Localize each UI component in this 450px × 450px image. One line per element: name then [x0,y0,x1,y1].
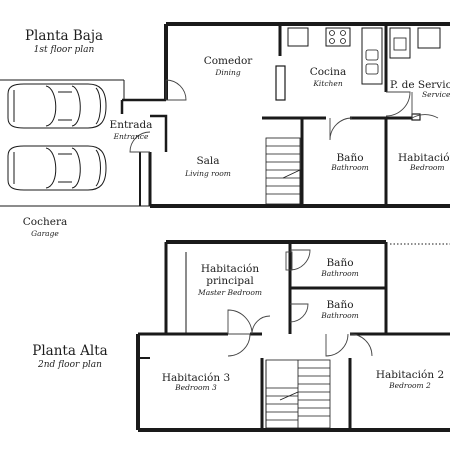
laundry-sink [393,37,407,51]
room-service-en: Service [422,90,450,99]
room-kitchen-en: Kitchen [312,79,342,88]
ground-doors [129,79,439,153]
upper-stairs-icon [265,359,331,429]
room-master-es-2: principal [206,275,254,287]
room-bath2-es: Baño [326,257,353,269]
room-bedroom3-es: Habitación 3 [162,372,230,384]
stove [325,27,351,47]
hall-door-left [251,315,271,335]
upper-floor-title: Planta Alta [32,343,107,359]
room-kitchen-es: Cocina [310,66,347,78]
door-panel [285,251,293,271]
upper-doors [227,249,373,357]
bathroom-door [329,117,353,141]
room-garage-en: Garage [31,229,59,238]
master-bath-door [289,249,311,271]
stove-icon [329,30,335,36]
garage-opening [0,79,150,207]
room-bedroom3-en: Bedroom 3 [174,383,217,392]
room-entrance-en: Entrance [113,132,149,141]
bedroom3-door [227,333,251,357]
service-appliance [417,27,441,49]
car-top [7,83,107,129]
master-door [227,309,253,335]
room-master-en: Master Bedroom [197,288,262,297]
kitchen-island [275,65,286,101]
room-bedroom2-es: Habitación 2 [376,369,444,381]
room-dining-en: Dining [214,68,240,77]
service-door [411,92,439,119]
ground-floor-title: Planta Baja [25,28,103,44]
door-swing-icon [165,79,187,101]
room-service-es: P. de Servicio [390,79,450,91]
sink-icon [365,49,379,61]
room-bath1-es: Baño [336,152,363,164]
room-bedroom1-en: Bedroom [409,163,444,172]
room-living-es: Sala [196,155,219,167]
room-bath2-en: Bathroom [320,269,359,278]
room-dining-es: Comedor [204,55,254,67]
service-counter [389,27,411,59]
hall-door-right [349,333,373,357]
bedroom2-door [325,333,349,357]
room-bedroom2-en: Bedroom 2 [388,381,431,390]
room-living-en: Living room [184,169,231,178]
room-garage-es: Cochera [23,216,68,228]
upper-floor [136,240,450,432]
entrance-wall [120,98,168,152]
room-bath3-en: Bathroom [320,311,359,320]
entrance-door [129,131,151,153]
room-entrance-es: Entrada [110,119,153,131]
bath3-door [289,303,309,323]
car-bottom [7,145,107,191]
counter-left [287,27,309,47]
room-bath1-en: Bathroom [330,163,369,172]
kitchen-counter-right [361,27,383,85]
kitchen-door [385,91,411,117]
ground-floor [0,22,450,208]
stairs-icon [265,137,301,205]
upper-floor-subtitle: 2nd floor plan [37,360,102,370]
room-bedroom1-es: Habitación [398,152,450,164]
room-master-es-1: Habitación [201,263,260,275]
ground-floor-subtitle: 1st floor plan [34,45,95,55]
room-bath3-es: Baño [326,299,353,311]
car-icon [7,83,107,191]
